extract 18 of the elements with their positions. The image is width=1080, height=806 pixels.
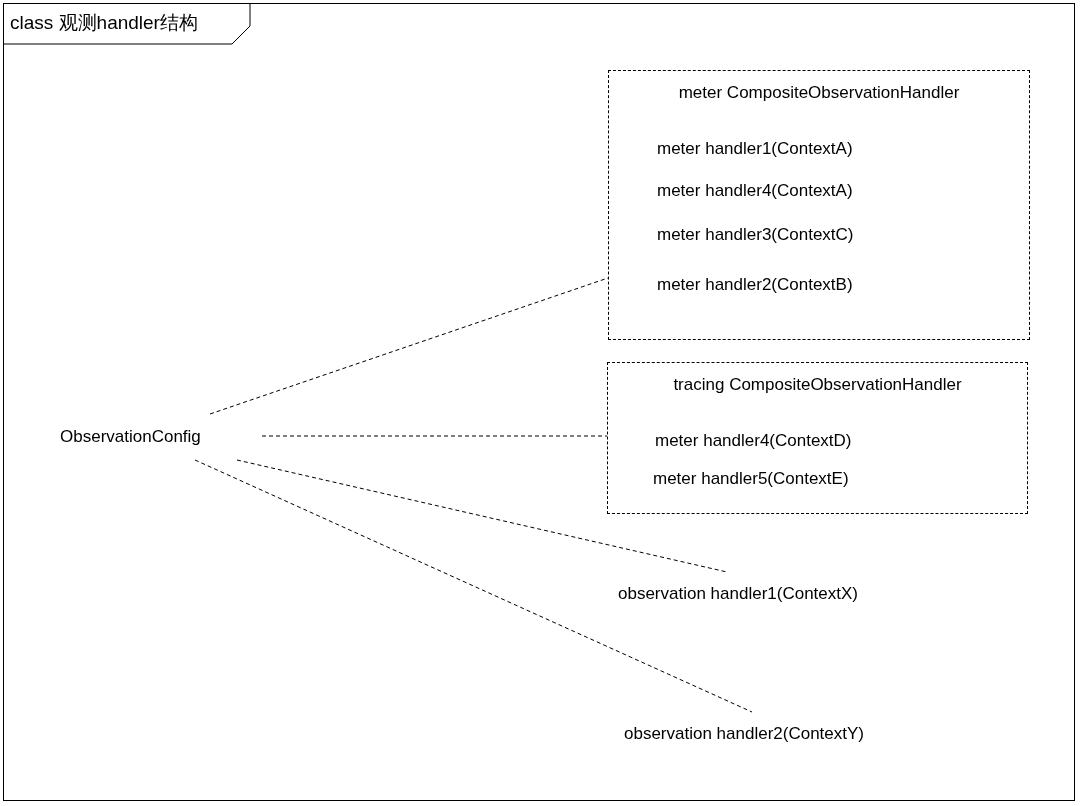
handler-label: meter handler2(ContextB) bbox=[657, 274, 853, 296]
diagram-title: class 观测handler结构 bbox=[10, 11, 198, 35]
handler-label: meter handler4(ContextD) bbox=[655, 430, 852, 452]
dashed-group-box bbox=[608, 70, 1030, 340]
dashed-connector bbox=[194, 459, 753, 713]
dashed-connector bbox=[209, 277, 609, 415]
handler-label: ObservationConfig bbox=[60, 426, 201, 448]
handler-label: meter handler1(ContextA) bbox=[657, 138, 853, 160]
group-heading: tracing CompositeObservationHandler bbox=[672, 374, 963, 396]
handler-label: meter handler4(ContextA) bbox=[657, 180, 853, 202]
handler-label: observation handler1(ContextX) bbox=[618, 583, 859, 605]
dashed-connector bbox=[261, 435, 608, 437]
handler-label: observation handler2(ContextY) bbox=[624, 723, 865, 745]
dashed-group-box bbox=[607, 362, 1028, 514]
handler-label: meter handler3(ContextC) bbox=[657, 224, 854, 246]
dashed-connector bbox=[236, 459, 728, 573]
handler-label: meter handler5(ContextE) bbox=[653, 468, 849, 490]
group-heading: meter CompositeObservationHandler bbox=[677, 82, 961, 104]
